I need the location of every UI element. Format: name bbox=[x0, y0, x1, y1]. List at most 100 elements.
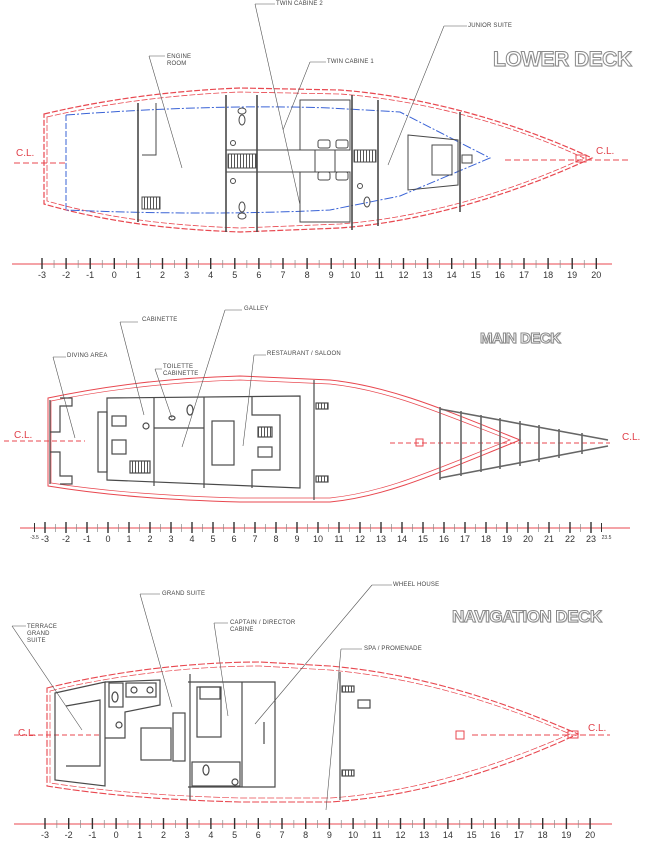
scale-tick-label: 1 bbox=[135, 270, 141, 280]
scale-tick-label: 17 bbox=[518, 270, 530, 280]
scale-tick-label: 5 bbox=[232, 270, 238, 280]
label-grand-suite: Grand Suite bbox=[162, 591, 206, 597]
navigation-deck-title: NAVIGATION DECK bbox=[452, 607, 603, 627]
scale-tick-label: 3 bbox=[184, 830, 190, 840]
scale-tick-label: 10 bbox=[348, 830, 359, 840]
scale-end-label: 23.5 bbox=[601, 535, 612, 541]
scale-tick-label: 10 bbox=[350, 270, 361, 280]
scale-tick-label: 6 bbox=[255, 830, 261, 840]
label-spa-promenade: Spa / Promenade bbox=[364, 646, 422, 652]
scale-tick-label: -3 bbox=[37, 270, 47, 280]
scale-tick-label: 16 bbox=[490, 830, 501, 840]
scale-tick-label: 19 bbox=[501, 534, 513, 544]
label-wheel-house: Wheel House bbox=[393, 582, 440, 588]
scale-tick-label: 9 bbox=[326, 830, 332, 840]
scale-tick-label: 3 bbox=[168, 534, 174, 544]
nav-centerline-label-aft: C.L. bbox=[18, 728, 37, 739]
scale-tick-label: 18 bbox=[543, 270, 554, 280]
scale-tick-label: -1 bbox=[86, 270, 95, 280]
scale-tick-label: 23 bbox=[585, 534, 597, 544]
scale-tick-label: 15 bbox=[470, 270, 481, 280]
scale-tick-label: 7 bbox=[252, 534, 258, 544]
scale-tick-label: 15 bbox=[466, 830, 477, 840]
scale-tick-label: 17 bbox=[513, 830, 525, 840]
scale-tick-label: 11 bbox=[334, 534, 344, 544]
lower-centerline-label-bow: C.L. bbox=[596, 146, 615, 157]
scale-tick-label: 14 bbox=[442, 830, 453, 840]
scale-tick-label: -3 bbox=[40, 830, 50, 840]
main-deck-title: MAIN DECK bbox=[480, 330, 562, 348]
scale-tick-label: 3 bbox=[184, 270, 190, 280]
scale-tick-label: 0 bbox=[105, 534, 111, 544]
label-twin-cabine-2: Twin Cabine 2 bbox=[276, 1, 323, 7]
navigation-deck-scale bbox=[14, 818, 612, 829]
main-deck-scale bbox=[20, 522, 630, 533]
scale-tick-label: 14 bbox=[396, 534, 408, 544]
scale-tick-label: 2 bbox=[160, 830, 167, 840]
scale-tick-label: 17 bbox=[459, 534, 471, 544]
scale-end-label: -3.5 bbox=[30, 535, 39, 541]
scale-tick-label: 11 bbox=[372, 830, 382, 840]
label-cabinette: Cabinette bbox=[142, 317, 178, 323]
scale-tick-label: 4 bbox=[208, 270, 214, 280]
scale-tick-label: 2 bbox=[159, 270, 166, 280]
scale-tick-label: 1 bbox=[137, 830, 143, 840]
scale-tick-label: 13 bbox=[419, 830, 430, 840]
scale-tick-label: 5 bbox=[210, 534, 216, 544]
scale-tick-label: 9 bbox=[328, 270, 334, 280]
scale-tick-label: 22 bbox=[564, 534, 576, 544]
scale-tick-label: 0 bbox=[111, 270, 117, 280]
main-deck-plan bbox=[4, 309, 610, 503]
scale-tick-label: 12 bbox=[398, 270, 409, 280]
label-toilette-cabinette: Toilette Cabinette bbox=[163, 364, 199, 377]
label-junior-suite: Junior Suite bbox=[468, 23, 513, 29]
nav-centerline-label-bow: C.L. bbox=[588, 723, 607, 734]
scale-tick-label: 1 bbox=[126, 534, 132, 544]
scale-tick-label: 18 bbox=[537, 830, 548, 840]
scale-tick-label: 19 bbox=[561, 830, 572, 840]
scale-tick-label: -1 bbox=[88, 830, 97, 840]
lower-deck-scale bbox=[12, 258, 612, 269]
label-galley: Galley bbox=[244, 306, 269, 312]
scale-tick-label: 12 bbox=[354, 534, 366, 544]
scale-tick-label: 16 bbox=[494, 270, 505, 280]
scale-tick-label: -1 bbox=[82, 534, 92, 544]
label-restaurant-saloon: Restaurant / Saloon bbox=[267, 351, 341, 357]
main-centerline-label-aft: C.L. bbox=[14, 430, 33, 441]
scale-tick-label: 4 bbox=[189, 534, 195, 544]
label-captain-director-cabine: Captain / Director Cabine bbox=[230, 620, 296, 633]
scale-tick-label: 10 bbox=[312, 534, 324, 544]
scale-tick-label: 8 bbox=[273, 534, 279, 544]
scale-tick-label: 12 bbox=[395, 830, 406, 840]
scale-tick-label: 6 bbox=[231, 534, 237, 544]
lower-deck-plan bbox=[14, 3, 630, 233]
scale-tick-label: 13 bbox=[375, 534, 387, 544]
scale-tick-label: 11 bbox=[374, 270, 385, 280]
scale-tick-label: -2 bbox=[62, 270, 71, 280]
label-terrace-grand-suite: Terrace Grand Suite bbox=[27, 624, 58, 644]
label-engine-room: Engine Room bbox=[167, 54, 192, 67]
scale-tick-label: 14 bbox=[446, 270, 457, 280]
scale-tick-label: 13 bbox=[422, 270, 433, 280]
scale-tick-label: 8 bbox=[303, 830, 309, 840]
scale-tick-label: 2 bbox=[147, 534, 153, 544]
lower-centerline-label-aft: C.L. bbox=[16, 148, 35, 159]
scale-tick-label: 5 bbox=[232, 830, 238, 840]
scale-tick-label: 20 bbox=[591, 270, 602, 280]
main-centerline-label-bow: C.L. bbox=[622, 432, 641, 443]
navigation-deck-plan bbox=[11, 584, 610, 811]
scale-tick-label: 7 bbox=[279, 830, 285, 840]
scale-tick-label: 0 bbox=[113, 830, 119, 840]
scale-tick-label: 9 bbox=[294, 534, 300, 544]
scale-tick-label: 15 bbox=[417, 534, 429, 544]
scale-tick-label: 20 bbox=[522, 534, 534, 544]
lower-deck-title: LOWER DECK bbox=[493, 48, 633, 72]
scale-tick-label: 16 bbox=[438, 534, 450, 544]
scale-tick-label: 18 bbox=[480, 534, 492, 544]
scale-tick-label: 7 bbox=[280, 270, 286, 280]
scale-tick-label: 21 bbox=[543, 534, 555, 544]
scale-tick-label: 6 bbox=[256, 270, 262, 280]
scale-tick-label: 19 bbox=[567, 270, 578, 280]
scale-tick-label: 4 bbox=[208, 830, 214, 840]
